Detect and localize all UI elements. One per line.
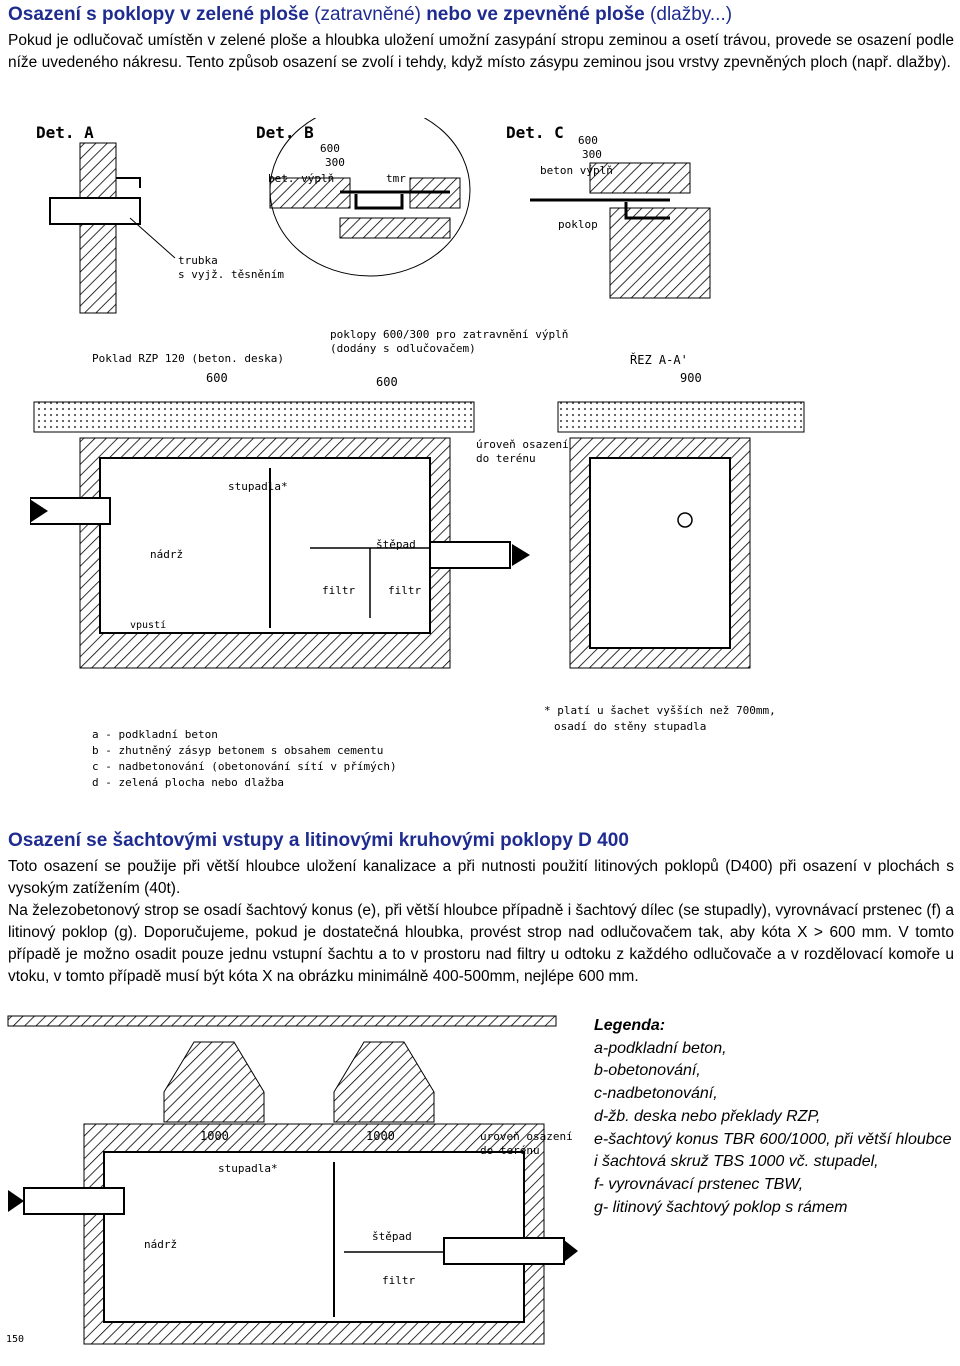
det-c-beton: beton výplň (540, 164, 613, 177)
det-b-300: 300 (325, 156, 345, 169)
det-a-trubka-2: s vyjž. těsněním (178, 268, 284, 281)
det-a-trubka: trubka (178, 254, 218, 267)
label-poklopy: poklopy 600/300 pro zatravnění výplň (330, 328, 568, 341)
legend-a: a - podkladní beton (92, 728, 218, 741)
stepad-label-2: štěpad (372, 1230, 412, 1243)
note-2: osadí do stěny stupadla (554, 720, 706, 733)
det-c-600: 600 (578, 134, 598, 147)
legend-d: d - zelená plocha nebo dlažba (92, 776, 284, 789)
legend-item: b-obetonování, (594, 1062, 701, 1080)
legend-c: c - nadbetonování (obetonování sítí v př… (92, 760, 397, 773)
legend-item: d-žb. deska nebo překlady RZP, (594, 1107, 821, 1125)
uroven-label-1: úroveň osazení (476, 438, 569, 451)
legend: Legenda: a-podkladní beton, b-obetonován… (594, 1015, 960, 1219)
label-poklad: Poklad RZP 120 (beton. deska) (92, 352, 284, 365)
stupadla-label: stupadla* (228, 480, 288, 493)
legend-item: a-podkladní beton, (594, 1039, 727, 1057)
det-c-poklop: poklop (558, 218, 598, 231)
dim-600-mid: 600 (376, 375, 398, 389)
rez-label: ŘEZ A-A' (630, 352, 688, 367)
det-b-600: 600 (320, 142, 340, 155)
filtr-label-2: filtr (388, 584, 421, 597)
dim-600-left: 600 (206, 371, 228, 385)
det-a-label: Det. A (36, 123, 94, 142)
legend-item: e-šachtový konus TBR 600/1000, při větší… (594, 1130, 952, 1148)
legend-title: Legenda: (594, 1017, 666, 1034)
det-b-label: Det. B (256, 123, 314, 142)
legend-b: b - zhutněný zásyp betonem s obsahem cem… (92, 744, 383, 757)
installation-drawing-shafts: 1000 1000 stupadla* nádrž štěpad filtr ú… (6, 1015, 578, 1345)
det-b-tmr: tmr (386, 172, 406, 185)
stepad-label: štěpad (376, 538, 416, 551)
uroven-label-3: úroveň osazení (480, 1130, 573, 1143)
heading-normal-part: (zatravněné) (314, 4, 421, 25)
vpust-label: vpustí (130, 619, 166, 631)
dim-1000-right: 1000 (366, 1129, 395, 1143)
section1-heading: Osazení s poklopy v zelené ploše (zatrav… (8, 4, 732, 26)
nadrz-label-2: nádrž (144, 1238, 177, 1251)
legend-item: c-nadbetonování, (594, 1085, 718, 1103)
legend-item: i šachtová skruž TBS 1000 vč. stupadel, (594, 1153, 879, 1171)
det-c-label: Det. C (506, 123, 564, 142)
dim-1000-left: 1000 (200, 1129, 229, 1143)
nadrz-label: nádrž (150, 548, 183, 561)
note-1: * platí u šachet vyšších než 700mm, (544, 704, 776, 717)
legend-item: f- vyrovnávací prstenec TBW, (594, 1175, 804, 1193)
section2-paragraph-1: Toto osazení se použije při větší hloubc… (8, 858, 954, 897)
label-poklopy-2: (dodány s odlučovačem) (330, 342, 476, 355)
installation-drawing-green-area: Det. A trubka s vyjž. těsněním Det. B 60… (30, 118, 805, 789)
heading-normal-part-2: (dlažby...) (650, 4, 733, 25)
section2-paragraph-2: Na železobetonový strop se osadí šachtov… (8, 902, 954, 985)
filtr-label-1: filtr (322, 584, 355, 597)
filtr-label-3: filtr (382, 1274, 415, 1287)
stupadla-label-2: stupadla* (218, 1162, 278, 1175)
legend-item: g- litinový šachtový poklop s rámem (594, 1198, 848, 1216)
dim-150: 150 (6, 1334, 24, 1345)
det-c-300: 300 (582, 148, 602, 161)
uroven-label-4: do terénu (480, 1144, 540, 1157)
det-b-bet: bet. výplň (268, 172, 334, 185)
uroven-label-2: do terénu (476, 452, 536, 465)
section2-heading: Osazení se šachtovými vstupy a litinovým… (8, 830, 629, 851)
dim-900: 900 (680, 371, 702, 385)
heading-bold-part-2: nebo ve zpevněné ploše (426, 4, 645, 25)
heading-bold-part: Osazení s poklopy v zelené ploše (8, 4, 309, 25)
section1-paragraph: Pokud je odlučovač umístěn v zelené ploš… (8, 32, 954, 71)
